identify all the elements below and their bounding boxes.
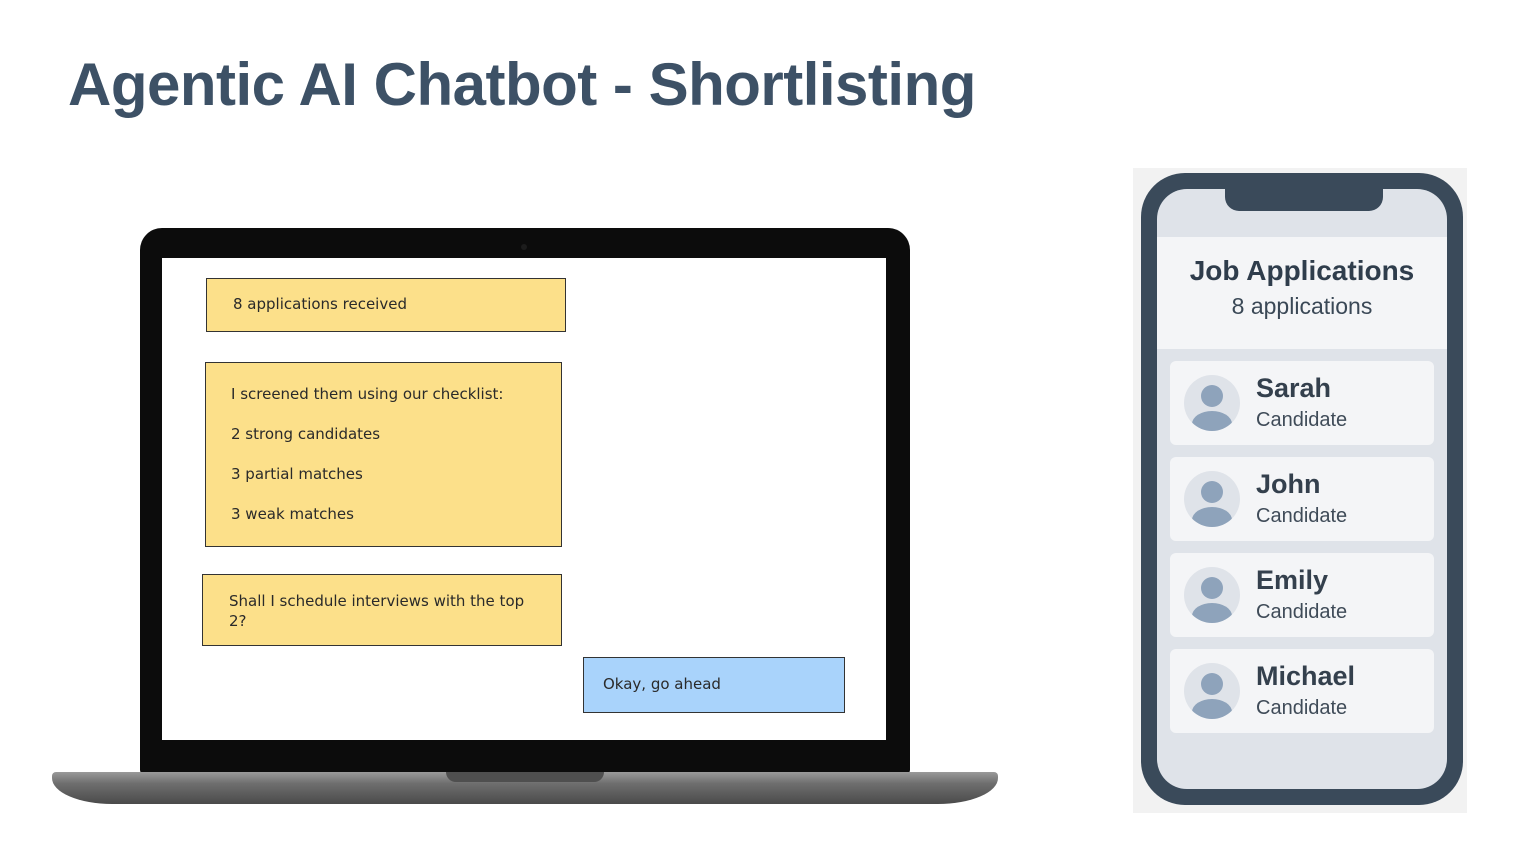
message-text: 3 partial matches: [231, 465, 363, 483]
message-text: 8 applications received: [233, 295, 407, 313]
phone-notch: [1225, 189, 1383, 211]
user-avatar-icon: [1184, 375, 1240, 431]
applications-title: Job Applications: [1189, 255, 1415, 286]
candidate-card[interactable]: Emily Candidate: [1170, 553, 1434, 637]
candidate-role: Candidate: [1256, 505, 1348, 527]
candidate-name: Emily: [1256, 565, 1329, 595]
message-text: Okay, go ahead: [603, 675, 721, 693]
candidate-name: Sarah: [1256, 373, 1332, 403]
applications-header: Job Applications 8 applications: [1157, 237, 1447, 349]
chat-screen: 8 applications received I screened them …: [162, 258, 886, 740]
message-text: 2 strong candidates: [231, 425, 381, 443]
applications-count: 8 applications: [1231, 293, 1373, 319]
user-avatar-icon: [1184, 471, 1240, 527]
candidate-card[interactable]: John Candidate: [1170, 457, 1434, 541]
message-text: I screened them using our checklist:: [231, 385, 504, 403]
laptop: 8 applications received I screened them …: [140, 228, 910, 774]
chat-message-bot: Shall I schedule interviews with the top…: [202, 574, 562, 646]
candidate-role: Candidate: [1256, 601, 1348, 623]
message-text: 3 weak matches: [231, 505, 354, 523]
user-avatar-icon: [1184, 567, 1240, 623]
phone: Job Applications 8 applications Sarah Ca…: [1141, 173, 1463, 805]
candidate-role: Candidate: [1256, 697, 1348, 719]
laptop-base: [52, 772, 998, 804]
candidate-card[interactable]: Michael Candidate: [1170, 649, 1434, 733]
laptop-hinge: [446, 772, 604, 782]
candidate-name: Michael: [1256, 661, 1356, 691]
camera-icon: [521, 244, 527, 250]
phone-screen: Job Applications 8 applications Sarah Ca…: [1157, 189, 1447, 789]
page-title: Agentic AI Chatbot - Shortlisting: [68, 51, 976, 118]
candidate-role: Candidate: [1256, 409, 1348, 431]
message-text: Shall I schedule interviews with the top…: [229, 592, 525, 630]
user-avatar-icon: [1184, 663, 1240, 719]
candidate-name: John: [1256, 469, 1321, 499]
chat-message-bot: I screened them using our checklist: 2 s…: [205, 362, 562, 547]
candidate-card[interactable]: Sarah Candidate: [1170, 361, 1434, 445]
chat-message-bot: 8 applications received: [206, 278, 566, 332]
chat-message-user: Okay, go ahead: [583, 657, 845, 713]
